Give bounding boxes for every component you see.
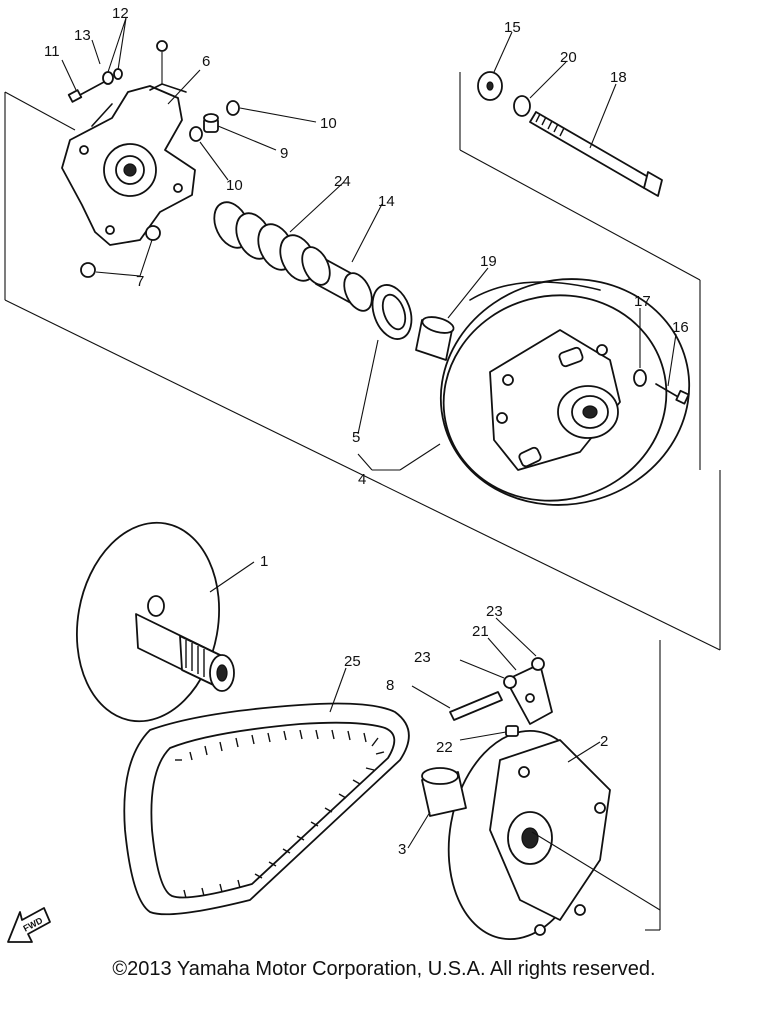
callout-25: 25	[344, 653, 361, 670]
callout-1: 1	[260, 553, 268, 570]
nut-7-a	[145, 225, 161, 241]
pin-8	[449, 691, 503, 721]
collar-14	[301, 246, 373, 312]
washer-12	[102, 68, 123, 85]
callout-15: 15	[504, 19, 521, 36]
callout-14: 14	[378, 193, 395, 210]
callout-17: 17	[634, 293, 651, 310]
callout-labels: 1 2 3 4 5 6 7 8 9 10 10 11 12 13 14 15 1…	[44, 5, 689, 858]
bolt-16	[655, 383, 690, 405]
callout-23-b: 23	[414, 649, 431, 666]
nut-7-b	[80, 262, 96, 278]
sheave-drum-4	[439, 278, 691, 506]
spring-24	[213, 201, 317, 282]
cam-arm-21	[505, 663, 553, 725]
callout-16: 16	[672, 319, 689, 336]
washer-10-upper	[226, 100, 240, 116]
callout-2: 2	[600, 733, 608, 750]
fwd-arrow-icon: FWD	[7, 907, 51, 943]
v-belt-25	[123, 702, 410, 916]
bushing-19	[415, 316, 455, 361]
callout-13: 13	[74, 27, 91, 44]
callout-12: 12	[112, 5, 129, 22]
leader-lines	[61, 17, 677, 911]
nut-23-a	[503, 675, 517, 689]
callout-3: 3	[398, 841, 406, 858]
washer-20	[513, 95, 531, 117]
nut-23-b	[531, 657, 545, 671]
callout-7: 7	[136, 273, 144, 290]
callout-9: 9	[280, 145, 288, 162]
callout-23-a: 23	[486, 603, 503, 620]
callout-20: 20	[560, 49, 577, 66]
copyright-notice: ©2013 Yamaha Motor Corporation, U.S.A. A…	[112, 958, 656, 980]
callout-6: 6	[202, 53, 210, 70]
callout-22: 22	[436, 739, 453, 756]
bushing-9	[203, 113, 219, 133]
callout-18: 18	[610, 69, 627, 86]
callout-19: 19	[480, 253, 497, 270]
assembly-boundary-lines	[4, 72, 721, 931]
bolt-18	[529, 111, 663, 197]
callout-10-upper: 10	[320, 115, 337, 132]
seal-5	[371, 284, 413, 340]
callout-24: 24	[334, 173, 351, 190]
spacer-22	[505, 725, 519, 737]
nut-17	[633, 369, 647, 387]
washer-10-lower	[189, 126, 203, 142]
callout-11: 11	[44, 43, 60, 60]
callout-5: 5	[352, 429, 360, 446]
callout-8: 8	[386, 677, 394, 694]
bolt-11	[67, 81, 105, 103]
sheave-1	[76, 521, 235, 723]
cam-bracket-part	[61, 83, 196, 246]
callout-4: 4	[358, 471, 366, 488]
sheave-2	[447, 729, 611, 941]
washer-15	[477, 71, 503, 101]
callout-10-lower: 10	[226, 177, 243, 194]
nut-top	[156, 40, 168, 84]
bushing-3	[421, 767, 467, 817]
callout-21: 21	[472, 623, 489, 640]
